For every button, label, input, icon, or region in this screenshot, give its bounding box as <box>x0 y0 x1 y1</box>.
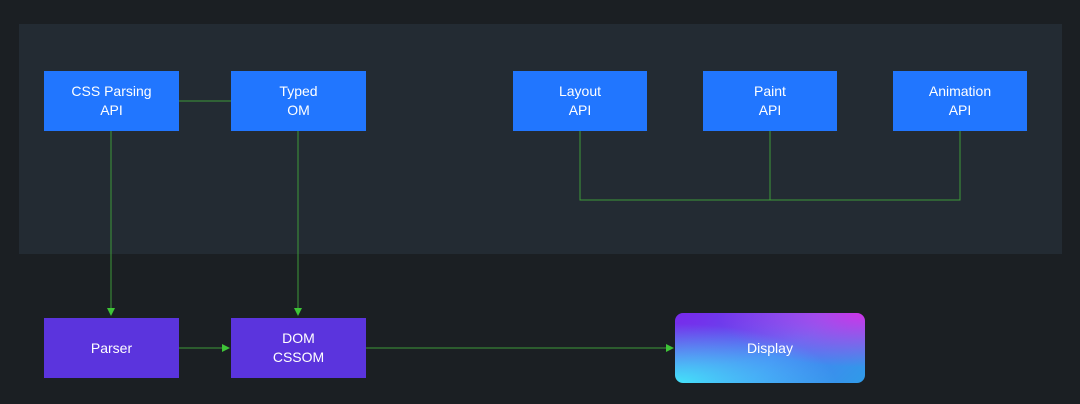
display-label: Display <box>747 339 793 356</box>
dom-cssom-line2: CSSOM <box>272 349 325 365</box>
animation-api-line2: API <box>948 102 972 118</box>
css-parsing-api-node: CSS Parsing API <box>44 71 179 131</box>
display-node: Display <box>675 313 865 383</box>
paint-api-line1: Paint <box>754 83 786 99</box>
dom-cssom-node: DOM CSSOM <box>231 318 366 378</box>
css-parsing-api-line1: CSS Parsing <box>71 83 152 99</box>
paint-api-node: Paint API <box>703 71 837 131</box>
parser-label: Parser <box>90 339 133 356</box>
typed-om-line2: OM <box>287 102 310 118</box>
typed-om-node: Typed OM <box>231 71 366 131</box>
layout-api-line1: Layout <box>558 83 602 99</box>
animation-api-line1: Animation <box>928 83 992 99</box>
parser-node: Parser <box>44 318 179 378</box>
dom-cssom-line1: DOM <box>282 330 315 346</box>
houdini-api-panel <box>19 24 1062 254</box>
paint-api-line2: API <box>758 102 782 118</box>
css-parsing-api-line2: API <box>100 102 123 118</box>
animation-api-node: Animation API <box>893 71 1027 131</box>
typed-om-line1: Typed <box>279 83 318 99</box>
layout-api-line2: API <box>568 102 592 118</box>
layout-api-node: Layout API <box>513 71 647 131</box>
connector-layout-paint-animation <box>579 131 961 201</box>
